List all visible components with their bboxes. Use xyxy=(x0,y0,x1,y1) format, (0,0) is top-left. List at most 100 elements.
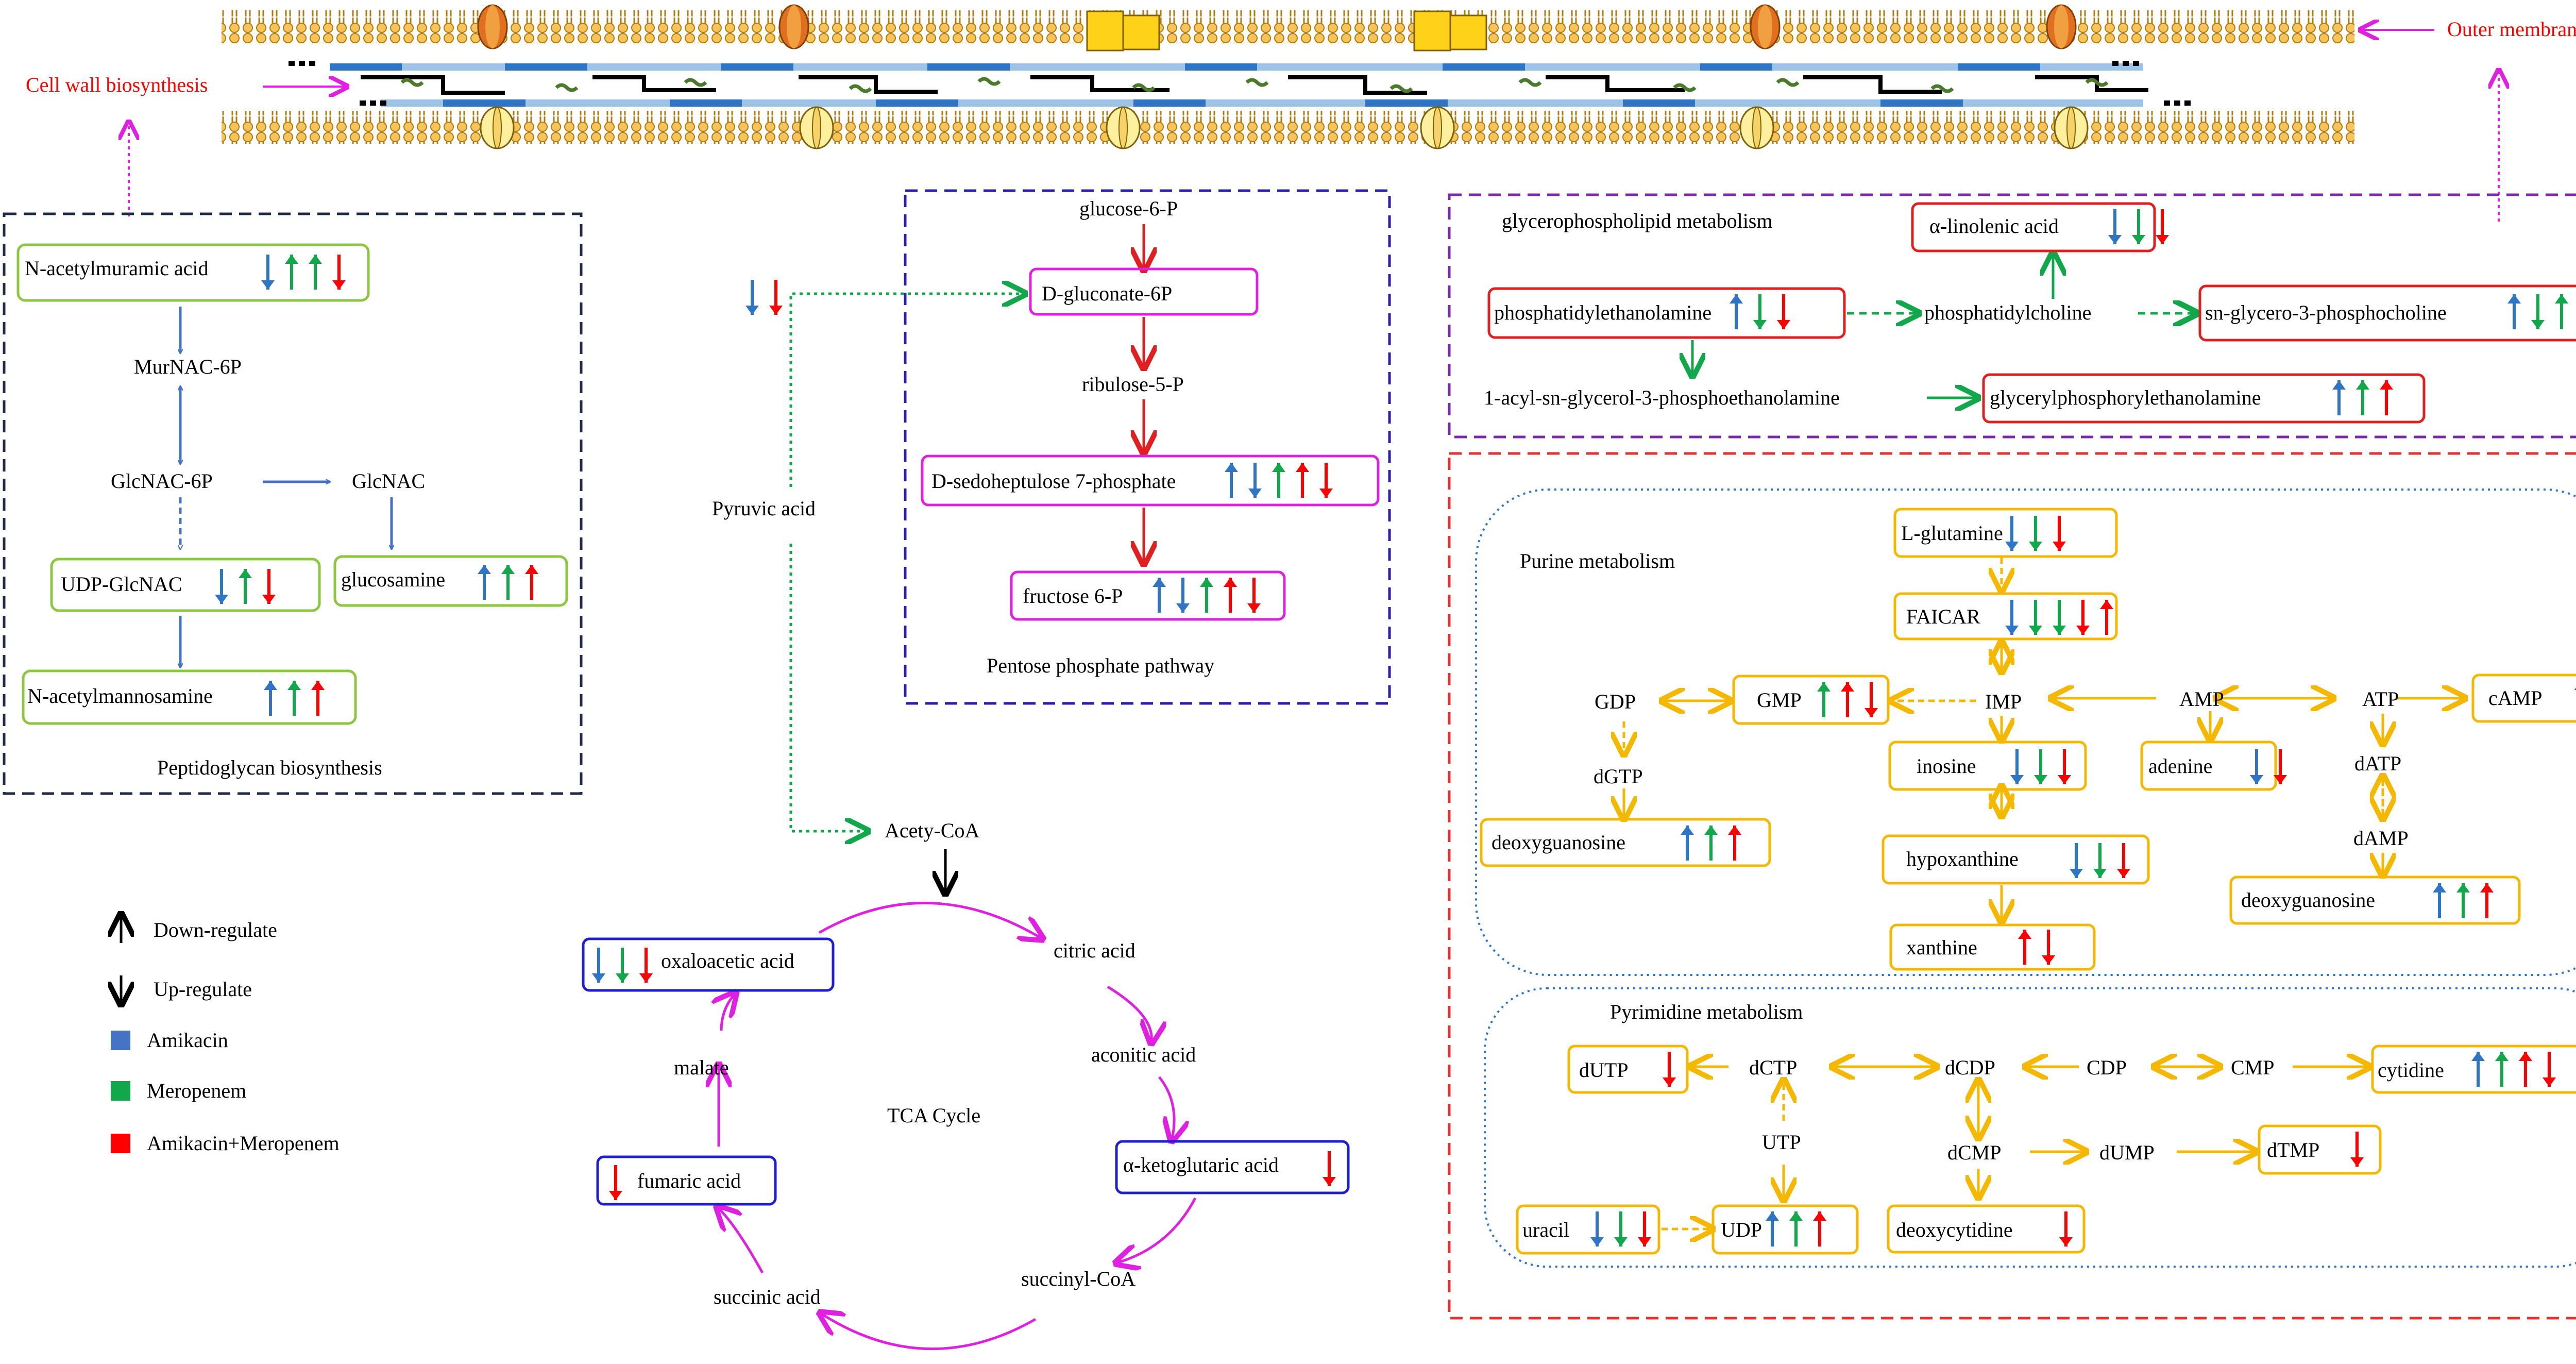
utp-label: UTP xyxy=(1762,1131,1801,1154)
tca-boxes xyxy=(582,937,1350,1206)
pyrimidine-panel xyxy=(1484,987,2576,1268)
uracil-label: uracil xyxy=(1522,1218,1569,1241)
regulation-arrowhead-icon xyxy=(332,280,346,290)
regulation-arrowhead-icon xyxy=(2029,626,2042,635)
hypoxanthine-label: hypoxanthine xyxy=(1906,847,2019,870)
regulation-arrowhead-icon xyxy=(2029,542,2042,551)
regulation-arrowhead-icon xyxy=(1865,708,1878,717)
legend-up-label: Down-regulate xyxy=(154,918,277,941)
regulation-arrowhead-icon xyxy=(2093,869,2107,878)
ketoglutaric-label: α-ketoglutaric acid xyxy=(1123,1153,1279,1176)
glcnac-label: GlcNAC xyxy=(352,469,425,493)
regulation-arrowhead-icon xyxy=(287,681,301,690)
sedoheptulose-label: D-sedoheptulose 7-phosphate xyxy=(931,469,1176,493)
cell-wall-label: Cell wall biosynthesis xyxy=(26,73,208,96)
outer-membrane-label: Outer membrane xyxy=(2447,18,2576,41)
cytidine-label: cytidine xyxy=(2378,1058,2444,1082)
regulation-arrowhead-icon xyxy=(1789,1211,1803,1221)
regulation-arrowhead-icon xyxy=(2555,294,2568,304)
regulation-arrowhead-icon xyxy=(2471,1052,2485,1061)
purine-panel xyxy=(1475,489,2576,976)
xanthine-label: xanthine xyxy=(1906,936,1977,959)
regulation-arrowhead-icon xyxy=(2250,775,2263,784)
regulation-arrowhead-icon xyxy=(1272,463,1285,472)
regulation-arrowhead-icon xyxy=(264,681,277,690)
regulation-arrowhead-icon xyxy=(2356,380,2369,390)
regulation-arrowhead-icon xyxy=(639,973,653,983)
regulation-arrowhead-icon xyxy=(1730,294,1743,304)
dgtp-label: dGTP xyxy=(1594,765,1643,788)
regulation-arrowhead-icon xyxy=(2543,1077,2556,1087)
regulation-arrowhead-icon xyxy=(525,565,538,574)
regulation-arrowhead-icon xyxy=(2059,1237,2073,1247)
regulation-arrowhead-icon xyxy=(2076,626,2090,635)
dutp-label: dUTP xyxy=(1579,1058,1629,1082)
regulation-arrowhead-icon xyxy=(262,595,276,604)
succinic-label: succinic acid xyxy=(714,1285,821,1308)
murnac6p-label: MurNAC-6P xyxy=(134,355,242,378)
dctp-label: dCTP xyxy=(1749,1056,1797,1079)
regulation-arrowhead-icon xyxy=(311,681,325,690)
regulation-arrowhead-icon xyxy=(745,306,759,315)
regulation-arrowhead-icon xyxy=(215,595,228,604)
regulation-arrowhead-icon xyxy=(1247,603,1261,613)
pyruvic-label: Pyruvic acid xyxy=(712,497,816,520)
regulation-arrowhead-icon xyxy=(239,569,252,578)
ribulose-label: ribulose-5-P xyxy=(1082,373,1184,396)
glucosamine-label: glucosamine xyxy=(341,568,445,591)
legend-meropenem-label: Meropenem xyxy=(147,1079,246,1102)
regulation-arrowhead-icon xyxy=(609,1191,622,1200)
pe-label: phosphatidylethanolamine xyxy=(1494,301,1711,324)
regulation-arrowhead-icon xyxy=(2274,775,2287,784)
udp-label: UDP xyxy=(1721,1218,1762,1241)
purine-pyrimidine-panel xyxy=(1448,452,2576,1320)
regulation-arrowhead-icon xyxy=(2070,869,2083,878)
linolenic-label: α-linolenic acid xyxy=(1929,214,2059,238)
regulation-arrowhead-icon xyxy=(2108,235,2122,244)
regulation-arrowhead-icon xyxy=(309,255,322,264)
pentose-title: Pentose phosphate pathway xyxy=(987,654,1214,677)
malate-label: malate xyxy=(674,1056,729,1079)
glyceryl-label: glycerylphosphorylethanolamine xyxy=(1990,386,2261,409)
dtmp-label: dTMP xyxy=(2267,1138,2319,1161)
glycero-title: glycerophospholipid metabolism xyxy=(1502,209,1773,232)
deoxyguanosine-left-label: deoxyguanosine xyxy=(1492,831,1625,854)
gmp-label: GMP xyxy=(1757,688,1802,712)
regulation-arrowhead-icon xyxy=(1841,682,1854,692)
regulation-arrowhead-icon xyxy=(1590,1237,1604,1247)
peptidoglycan-panel xyxy=(3,212,583,795)
citric-label: citric acid xyxy=(1054,939,1136,962)
regulation-arrowhead-icon xyxy=(2132,235,2145,244)
regulation-arrowhead-icon xyxy=(1176,603,1190,613)
regulation-arrowhead-icon xyxy=(616,973,629,983)
atp-label: ATP xyxy=(2362,687,2399,711)
regulation-arrowhead-icon xyxy=(1248,489,1262,498)
regulation-arrowhead-icon xyxy=(2042,955,2055,965)
oxaloacetic-label: oxaloacetic acid xyxy=(661,949,794,972)
sn-glycero-label: sn-glycero-3-phosphocholine xyxy=(2205,301,2447,324)
udp-glcnac-label: UDP-GlcNAC xyxy=(61,572,182,596)
inosine-label: inosine xyxy=(1917,754,1976,778)
glycero-boxes xyxy=(1487,202,2576,424)
faicar-label: FAICAR xyxy=(1906,605,1980,628)
glutamine-label: L-glutamine xyxy=(1901,521,2003,545)
purine-title: Purine metabolism xyxy=(1520,549,1675,572)
purine-boxes xyxy=(1480,508,2576,971)
adenine-label: adenine xyxy=(2148,754,2212,778)
regulation-arrowhead-icon xyxy=(2117,869,2130,878)
regulation-arrowhead-icon xyxy=(2495,1052,2509,1061)
pentose-panel xyxy=(904,189,1391,705)
dump-label: dUMP xyxy=(2099,1141,2155,1164)
outer-membrane-bilayer xyxy=(222,10,2354,144)
regulation-arrowhead-icon xyxy=(592,973,605,983)
legend-combo-label: Amikacin+Meropenem xyxy=(147,1132,340,1155)
regulation-arrowhead-icon xyxy=(1200,578,1213,587)
regulation-arrowhead-icon xyxy=(1813,1211,1826,1221)
regulation-arrowhead-icon xyxy=(1777,320,1790,329)
dcmp-label: dCMP xyxy=(1947,1141,2002,1164)
pyruvic-arrows xyxy=(789,294,1023,831)
cmp-label: CMP xyxy=(2231,1056,2275,1079)
deoxycytidine-label: deoxycytidine xyxy=(1896,1218,2013,1241)
amp-label: AMP xyxy=(2179,687,2224,711)
camp-label: cAMP xyxy=(2488,686,2542,710)
